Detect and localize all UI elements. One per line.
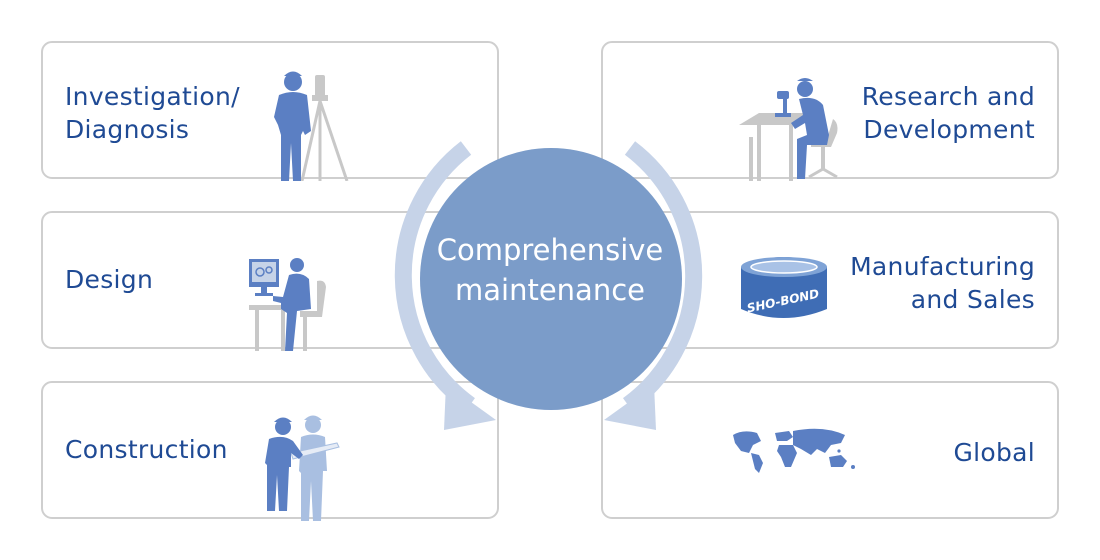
label-manufacturing-sales: Manufacturing and Sales [850, 252, 1035, 314]
right-cycle-arrow [622, 141, 703, 412]
card-investigation-diagnosis: Investigation/ Diagnosis [41, 41, 499, 181]
label-construction: Construction [65, 435, 228, 464]
researcher-at-microscope-icon [739, 78, 838, 181]
card-construction: Construction [41, 381, 499, 521]
center-title: Comprehensive maintenance [436, 233, 664, 307]
label-investigation-diagnosis: Investigation/ Diagnosis [65, 82, 240, 144]
center-circle [420, 148, 682, 410]
left-arrowhead [444, 384, 496, 430]
card-design: Design [41, 211, 499, 351]
surveyor-icon [274, 71, 349, 181]
product-can-icon: SHO-BOND [741, 257, 827, 318]
label-design: Design [65, 265, 154, 294]
designer-at-computer-icon [249, 258, 326, 351]
card-research-development: Research and Development [601, 41, 1059, 181]
label-research-development: Research and Development [861, 82, 1035, 144]
left-cycle-arrow [394, 141, 475, 412]
label-global: Global [953, 438, 1035, 467]
right-arrowhead [604, 384, 656, 430]
world-map-icon [733, 428, 855, 473]
card-global: Global [601, 381, 1059, 519]
workers-with-blueprint-icon [265, 415, 340, 521]
